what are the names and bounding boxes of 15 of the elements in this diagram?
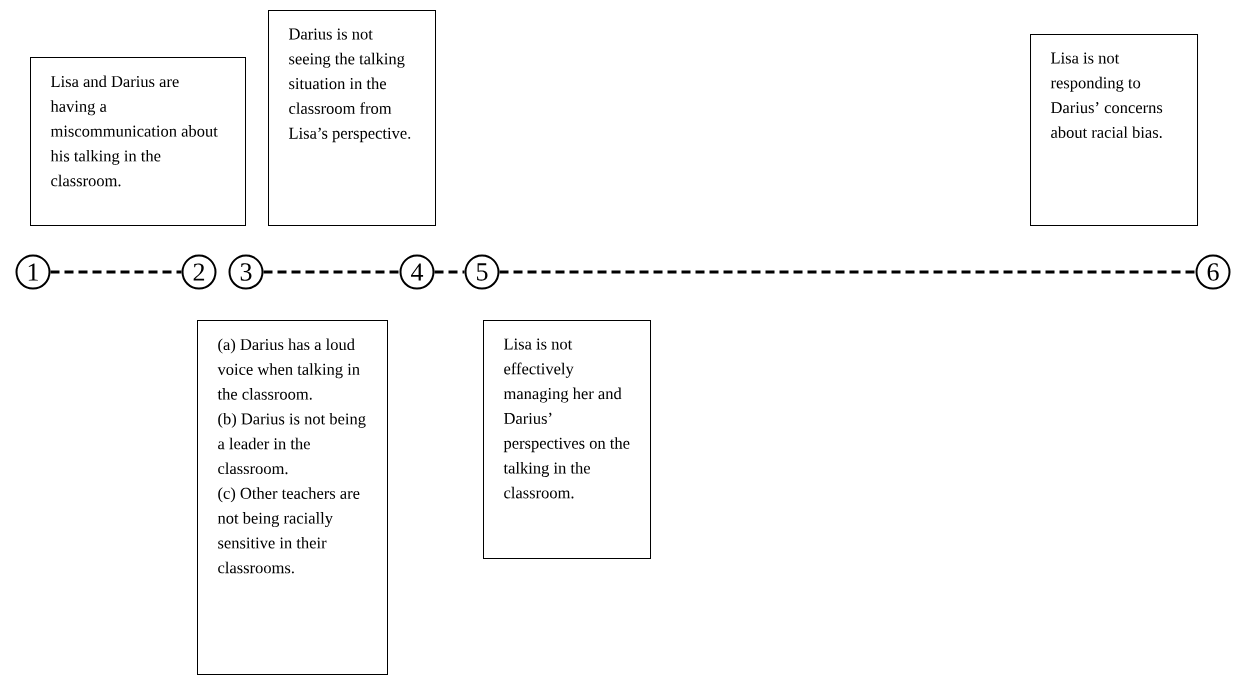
text-box: Darius is not seeing the talking situation in the classroom from Lisa’s perspective.	[268, 10, 436, 226]
dashed-line	[499, 270, 1196, 274]
text-box: Lisa is not responding to Darius’ concerns about racial bias.	[1030, 34, 1198, 226]
circled-number: 5	[464, 254, 500, 290]
dashed-line	[434, 270, 465, 274]
circled-number: 1	[15, 254, 51, 290]
dashed-line	[263, 270, 400, 274]
text-box: Lisa and Darius are having a miscommunication about his talking in the classroom.	[30, 57, 246, 226]
circled-number: 6	[1195, 254, 1231, 290]
text-box: Lisa is not effectively managing her and Darius’ perspectives on the talking in the classroom.	[483, 320, 651, 559]
dashed-line	[50, 270, 182, 274]
circled-number: 3	[228, 254, 264, 290]
circled-number: 4	[399, 254, 435, 290]
text-box: (a) Darius has a loud voice when talking in the classroom. (b) Darius is not being a leader in the classroom. (c) Other teachers are not being racially sensitive in their classrooms.	[197, 320, 388, 675]
circled-number: 2	[181, 254, 217, 290]
